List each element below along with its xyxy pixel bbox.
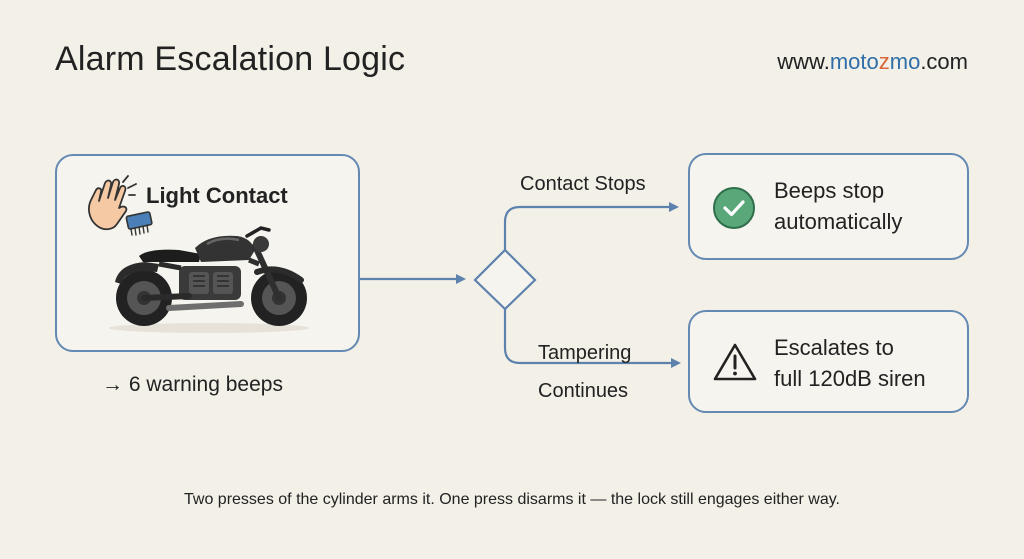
light-contact-title: Light Contact bbox=[146, 183, 288, 208]
motorcycle-icon bbox=[109, 226, 309, 333]
light-contact-card: Light Contact bbox=[55, 154, 360, 352]
brand-part-mo: mo bbox=[889, 49, 921, 74]
hand-icon bbox=[88, 175, 153, 236]
brand-prefix: www. bbox=[777, 49, 830, 74]
branch-label-tampering: Tampering Continues bbox=[538, 334, 631, 410]
tampering-line-2: Continues bbox=[538, 380, 629, 402]
warning-beeps-caption: → 6 warning beeps bbox=[102, 373, 283, 396]
beeps-stop-line-1: Beeps stop bbox=[774, 178, 885, 203]
connector-tampering bbox=[503, 309, 681, 368]
brush-icon bbox=[125, 211, 153, 236]
brand-part-moto: moto bbox=[829, 49, 879, 74]
outcome-beeps-stop-card: Beeps stop automatically bbox=[688, 153, 969, 260]
page-title: Alarm Escalation Logic bbox=[55, 40, 406, 78]
beeps-stop-line-2: automatically bbox=[774, 209, 903, 234]
check-circle-icon bbox=[713, 187, 755, 229]
branch-label-contact-stops: Contact Stops bbox=[520, 173, 646, 195]
outcome-beeps-stop-text: Beeps stop automatically bbox=[774, 175, 954, 237]
siren-line-1: Escalates to bbox=[774, 335, 894, 360]
decision-diamond bbox=[473, 248, 537, 311]
warning-icon bbox=[713, 343, 757, 381]
outcome-siren-text: Escalates to full 120dB siren bbox=[774, 332, 954, 394]
tampering-line-1: Tampering bbox=[538, 342, 632, 364]
brand-suffix: .com bbox=[920, 49, 968, 74]
footnote: Two presses of the cylinder arms it. One… bbox=[184, 491, 840, 508]
brand-part-z: z bbox=[878, 49, 890, 74]
outcome-siren-card: Escalates to full 120dB siren bbox=[688, 310, 969, 413]
connector-contact-stops bbox=[503, 202, 679, 250]
siren-line-2: full 120dB siren bbox=[774, 366, 926, 391]
brand-url[interactable]: www.motozmo.com bbox=[777, 49, 968, 75]
